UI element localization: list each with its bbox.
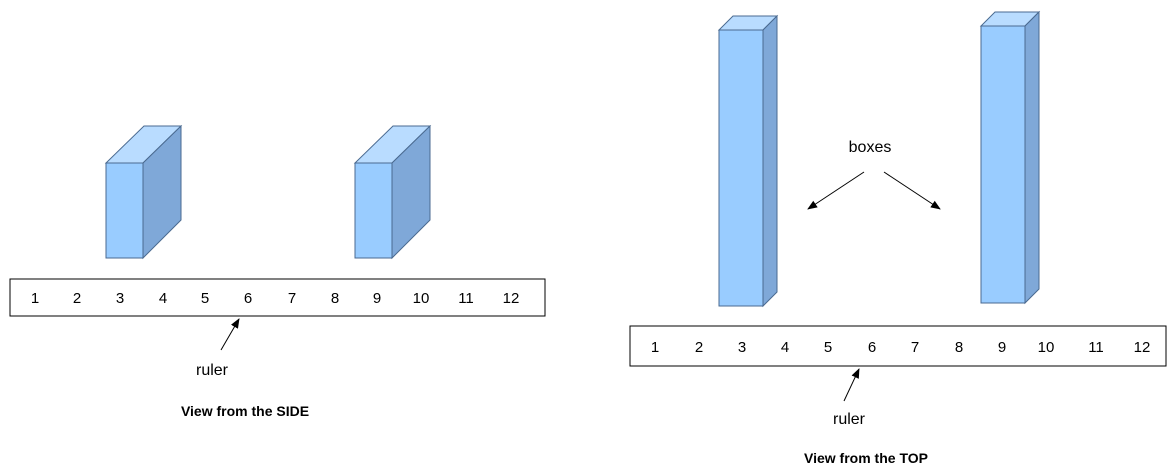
top-box-left-front (718, 29, 764, 307)
top-ruler-arrow (843, 368, 860, 402)
top-ruler-number: 10 (1038, 339, 1055, 356)
top-box-right (979, 10, 1041, 305)
top-ruler-number: 7 (911, 339, 919, 356)
side-ruler-number: 3 (116, 290, 124, 307)
top-box-left-side (762, 14, 778, 308)
top-ruler-number: 9 (998, 339, 1006, 356)
side-ruler-number: 2 (73, 290, 81, 307)
top-ruler (629, 325, 1167, 367)
side-ruler-number: 9 (373, 290, 381, 307)
top-ruler-number: 5 (824, 339, 832, 356)
side-ruler-number: 8 (331, 290, 339, 307)
top-ruler-number: 1 (651, 339, 659, 356)
side-ruler-number: 12 (503, 290, 520, 307)
side-box-right (353, 124, 432, 260)
top-ruler-number: 4 (781, 339, 789, 356)
side-ruler-number: 1 (31, 290, 39, 307)
side-ruler-number: 5 (201, 290, 209, 307)
side-box-left-front (105, 162, 144, 259)
top-ruler-number: 12 (1134, 339, 1151, 356)
top-ruler-number: 11 (1088, 339, 1104, 356)
top-box-left (717, 14, 779, 308)
top-ruler-number: 8 (955, 339, 963, 356)
side-ruler-number: 10 (413, 290, 430, 307)
side-ruler-number: 7 (288, 290, 296, 307)
side-box-right-front (354, 162, 393, 259)
side-ruler-number: 11 (458, 290, 474, 307)
top-ruler-number: 6 (868, 339, 876, 356)
side-ruler (9, 278, 546, 317)
top-ruler-label: ruler (833, 411, 866, 428)
side-box-left (104, 124, 183, 260)
boxes-label: boxes (849, 139, 892, 156)
side-ruler-arrow (220, 318, 240, 351)
boxes-arrow-right (883, 171, 941, 210)
top-view: boxes 1 2 3 4 5 6 7 8 9 10 11 12 ruler V… (629, 10, 1167, 466)
side-view-caption: View from the SIDE (181, 403, 309, 419)
top-ruler-number: 2 (695, 339, 703, 356)
boxes-arrow-left (807, 171, 865, 210)
top-ruler-number: 3 (738, 339, 746, 356)
top-box-right-front (980, 25, 1026, 304)
side-ruler-number: 4 (159, 290, 167, 307)
side-ruler-label: ruler (196, 362, 229, 379)
side-ruler-number: 6 (244, 290, 252, 307)
side-view: 1 2 3 4 5 6 7 8 9 10 11 12 ruler View fr… (9, 124, 546, 419)
top-box-right-side (1024, 10, 1040, 305)
top-view-caption: View from the TOP (804, 450, 928, 466)
